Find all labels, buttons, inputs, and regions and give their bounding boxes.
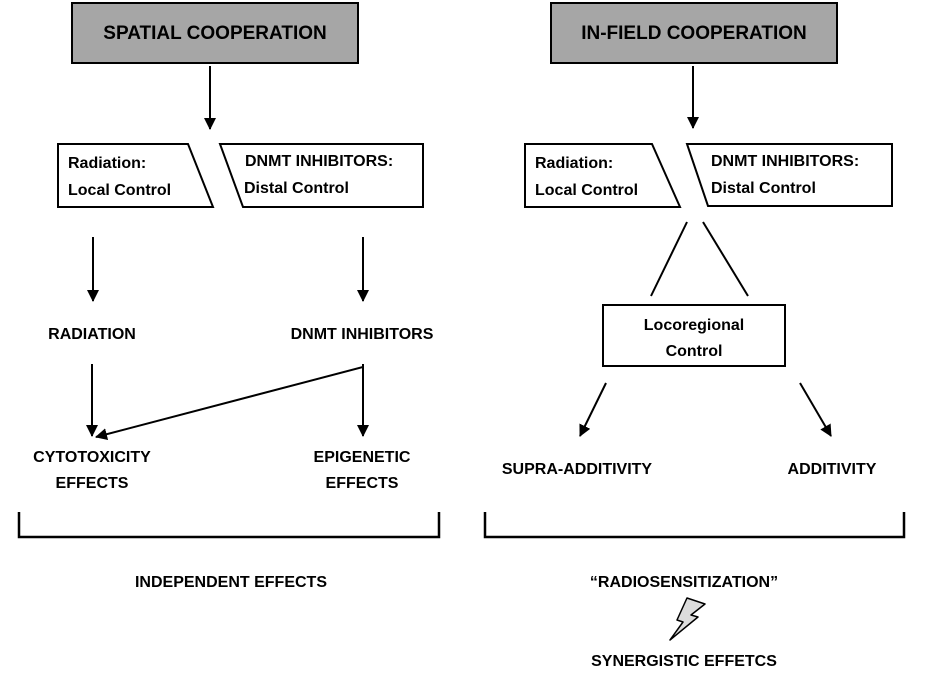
radiosensitization-label: “RADIOSENSITIZATION”	[590, 574, 778, 591]
in-field-cooperation-title-box	[550, 2, 838, 64]
radiation-label: RADIATION	[48, 326, 136, 343]
converge-line-right	[702, 221, 749, 297]
right-dnmt-box-line1: DNMT INHIBITORS:	[711, 153, 859, 170]
epigenetic-effects-line1: EPIGENETIC	[314, 449, 411, 466]
cytotoxicity-effects-line1: CYTOTOXICITY	[33, 449, 151, 466]
right-radiation-box-line2: Local Control	[535, 182, 638, 199]
right-dnmt-box-line2: Distal Control	[711, 180, 816, 197]
dnmt-box-line1: DNMT INHIBITORS:	[245, 153, 393, 170]
radiation-local-control-box	[57, 143, 215, 208]
right-radiation-local-control-box	[524, 143, 682, 208]
spatial-cooperation-title-box	[71, 2, 359, 64]
radiation-box-line1: Radiation:	[68, 155, 146, 172]
right-radiation-box-line1: Radiation:	[535, 155, 613, 172]
spatial-cooperation-title: SPATIAL COOPERATION	[103, 23, 326, 44]
right-dnmt-distal-control-box	[685, 143, 893, 207]
locoregional-control-box	[602, 304, 786, 367]
locoregional-control-line2: Control	[666, 343, 723, 360]
additivity-label: ADDITIVITY	[788, 461, 877, 478]
to-additivity-arrow	[799, 382, 832, 437]
radiation-box-line2: Local Control	[68, 182, 171, 199]
cytotoxicity-effects-line2: EFFECTS	[56, 475, 129, 492]
to-supra-additivity-arrow	[579, 382, 607, 437]
supra-additivity-label: SUPRA-ADDITIVITY	[502, 461, 653, 478]
dnmt-box-line2: Distal Control	[244, 180, 349, 197]
spatial-cooperation-panel: SPATIAL COOPERATION Radiation: Local Con…	[17, 2, 441, 591]
locoregional-control-line1: Locoregional	[644, 317, 744, 334]
in-field-cooperation-panel: IN-FIELD COOPERATION Radiation: Local Co…	[483, 2, 906, 670]
synergistic-effects-label: SYNERGISTIC EFFETCS	[591, 653, 777, 670]
right-grouping-bracket	[483, 512, 906, 539]
left-grouping-bracket	[17, 512, 441, 539]
converge-line-left	[650, 221, 688, 297]
dnmt-inhibitors-label: DNMT INHIBITORS	[291, 326, 434, 343]
dnmt-distal-control-box	[218, 143, 424, 208]
epigenetic-effects-line2: EFFECTS	[326, 475, 399, 492]
dnmt-to-cytotoxicity-arrow	[95, 364, 364, 441]
independent-effects-label: INDEPENDENT EFFECTS	[135, 574, 327, 591]
in-field-cooperation-title: IN-FIELD COOPERATION	[581, 23, 807, 44]
lightning-bolt-icon	[669, 597, 706, 641]
